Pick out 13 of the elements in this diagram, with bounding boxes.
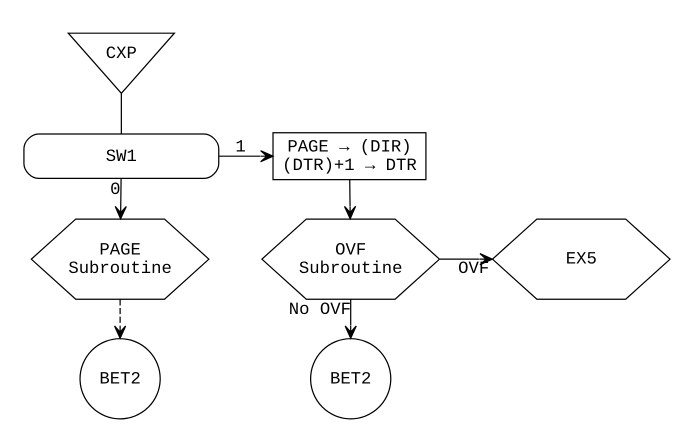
arrow	[344, 299, 356, 339]
arrow	[343, 180, 356, 220]
node-circle: BET2	[310, 338, 391, 420]
node-box: SW1	[22, 133, 219, 179]
arrow	[113, 299, 126, 339]
edge-label: 1	[234, 138, 246, 158]
node-box: PAGE → (DIR) (DTR)+1 → DTR	[272, 132, 426, 180]
edge-label: 0	[110, 181, 120, 200]
edge-label: No OVF	[288, 300, 350, 320]
arrow	[218, 150, 274, 162]
node-circle: BET2	[78, 338, 160, 420]
arrow	[114, 178, 126, 220]
connector	[120, 94, 122, 134]
